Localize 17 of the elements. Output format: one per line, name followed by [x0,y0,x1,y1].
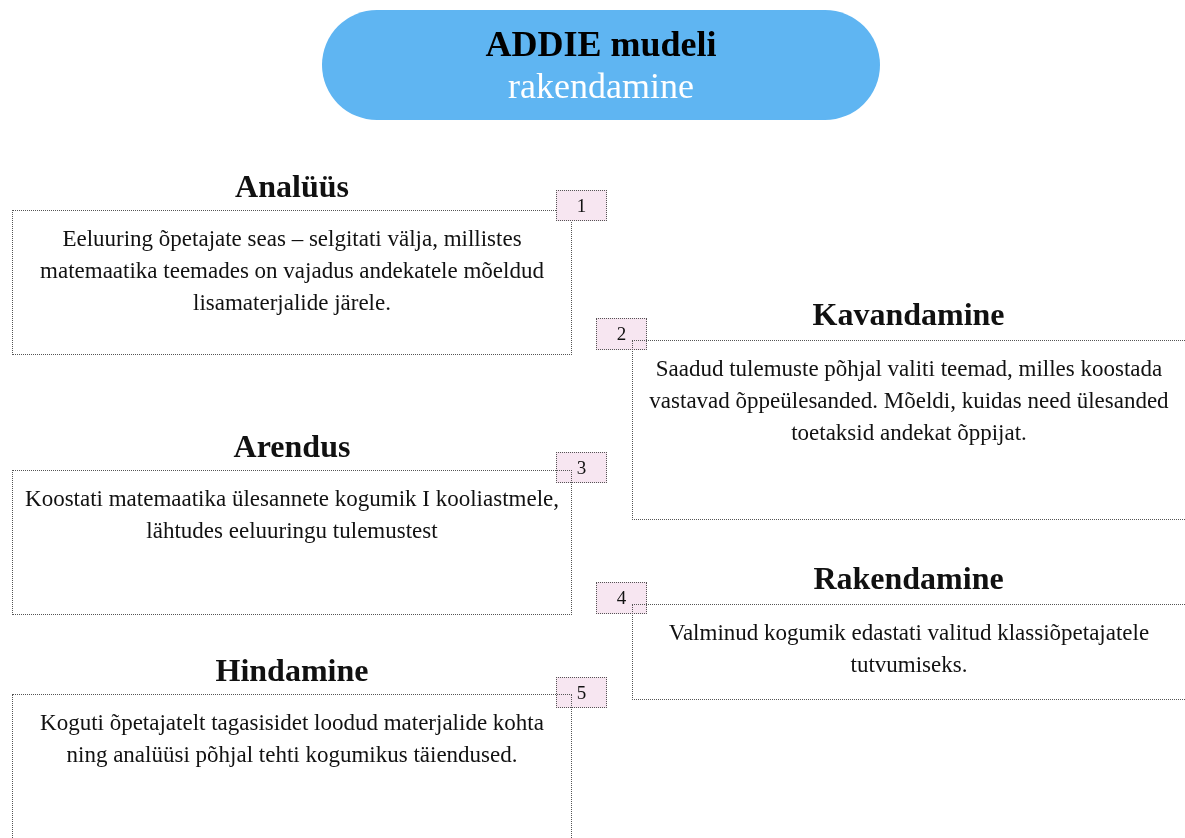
subtitle-text: rakendamine [508,65,694,107]
step-number-tag: 4 [596,582,647,614]
body-text: Koostati matemaatika ülesannete kogumik I kooliastmele, lähtudes eeluuringu tulemustest [24,485,560,545]
body-text: Valminud kogumik edastati valitud klassiõpetajatele tutvumiseks. [667,619,1151,679]
body-text: Saadud tulemuste põhjal valiti teemad, milles koostada vastavad õppeülesanded. Mõeldi, kuidas need ülesanded toetaksid andekat õppijat. [648,355,1170,447]
section-heading: Hindamine [214,652,370,688]
section-heading: Kavandamine [811,296,1006,332]
section-heading: Analüüs [234,168,350,204]
step-number-tag: 2 [596,318,647,350]
title-text: ADDIE mudeli [485,23,717,65]
body-text: Koguti õpetajatelt tagasisidet loodud materjalide kohta ning analüüsi põhjal tehti kogumikus täiendused. [39,709,545,769]
step-number-tag: 5 [556,677,607,708]
step-number-tag: 1 [556,190,607,221]
body-text: Eeluuring õpetajate seas – selgitati välja, millistes matemaatika teemades on vajadus andekatele mõeldud lisamaterjalide järele. [39,225,545,317]
section-heading: Arendus [232,428,352,464]
step-number-tag: 3 [556,452,607,483]
section-heading: Rakendamine [812,560,1005,596]
